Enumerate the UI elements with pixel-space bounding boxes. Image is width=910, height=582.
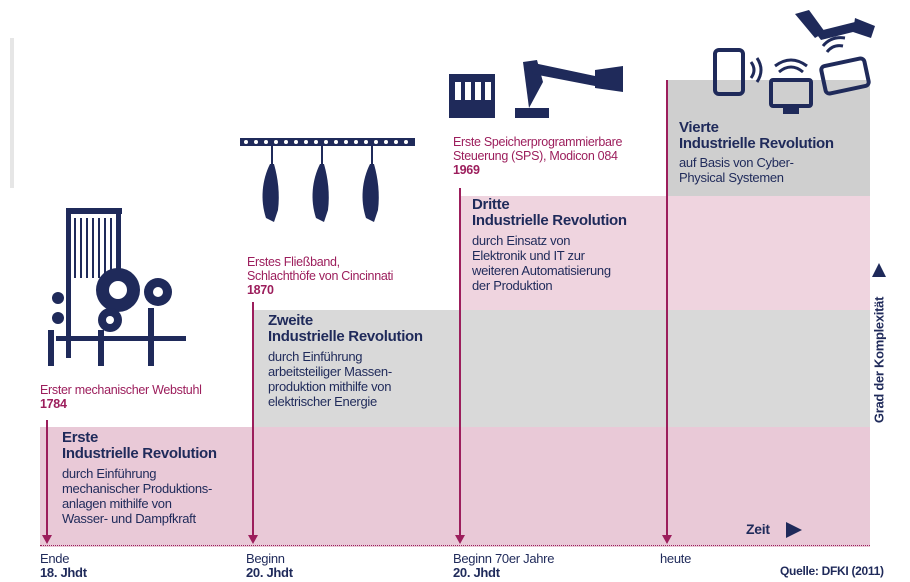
time-label-4: heute	[660, 552, 740, 566]
timeline-arrow-2	[248, 535, 258, 544]
stage-3-desc-line4: der Produktion	[472, 278, 553, 293]
time-label-4-line1: heute	[660, 551, 692, 566]
time-label-3: Beginn 70er Jahre 20. Jhdt	[453, 552, 613, 580]
x-axis-arrow-icon	[786, 522, 802, 538]
band-stage-4	[667, 80, 870, 196]
y-axis-arrow-icon	[872, 263, 886, 277]
stage-4-title-line2: Industrielle Revolution	[679, 135, 834, 152]
stage-4-desc-line2: Physical Systemen	[679, 170, 784, 185]
timeline-marker-2	[252, 302, 254, 538]
x-axis-label-text: Zeit	[746, 521, 770, 537]
band-stage-1	[40, 427, 870, 547]
left-gray-strip	[10, 38, 14, 188]
timeline-marker-4	[666, 80, 668, 538]
time-label-1-line2: 18. Jhdt	[40, 565, 87, 580]
source-credit: Quelle: DFKI (2011)	[780, 564, 884, 578]
stage-1-desc-line2: mechanischer Produktions-	[62, 481, 213, 496]
time-label-2-line2: 20. Jhdt	[246, 565, 293, 580]
milestone-1-year: 1784	[40, 397, 67, 411]
stage-2-desc-line3: produktion mithilfe von	[268, 379, 392, 394]
stage-2-desc-line2: arbeitsteiliger Massen-	[268, 364, 392, 379]
stage-4-title-line1: Vierte	[679, 119, 719, 136]
stage-3-title-line1: Dritte	[472, 196, 510, 213]
time-label-3-line2: 20. Jhdt	[453, 565, 500, 580]
stage-4-block: Vierte Industrielle Revolution auf Basis…	[679, 119, 869, 186]
milestone-2-line1: Erstes Fließband,	[247, 255, 340, 269]
milestone-2-line2: Schlachthöfe von Cincinnati	[247, 269, 394, 283]
milestone-1-line1: Erster mechanischer Webstuhl	[40, 383, 202, 397]
band-stage-2	[253, 310, 870, 427]
stage-1-title-line1: Erste	[62, 429, 99, 446]
stage-2-title-line1: Zweite	[268, 312, 313, 329]
stage-2-title-line2: Industrielle Revolution	[268, 328, 423, 345]
timeline-marker-3	[459, 188, 461, 538]
timeline-arrow-1	[42, 535, 52, 544]
stage-1-desc-line4: Wasser- und Dampfkraft	[62, 511, 196, 526]
milestone-3-line1: Erste Speicherprogrammierbare	[453, 135, 623, 149]
time-label-2-line1: Beginn	[246, 551, 285, 566]
cps-devices-illustration	[713, 10, 875, 114]
timeline-marker-1	[46, 420, 48, 538]
stage-1-block: Erste Industrielle Revolution durch Einf…	[62, 429, 252, 527]
milestone-2: Erstes Fließband, Schlachthöfe von Cinci…	[247, 255, 447, 297]
timeline-arrow-4	[662, 535, 672, 544]
stage-3-desc-line1: durch Einsatz von	[472, 233, 571, 248]
y-axis-label-text: Grad der Komplexität	[871, 296, 887, 424]
stage-3-desc-line3: weiteren Automatisierung	[472, 263, 611, 278]
milestone-3: Erste Speicherprogrammierbare Steuerung …	[453, 135, 663, 177]
conveyor-illustration	[240, 138, 415, 222]
plc-robot-illustration	[449, 60, 623, 118]
stage-4-desc-line1: auf Basis von Cyber-	[679, 155, 794, 170]
loom-illustration	[48, 208, 186, 366]
stage-1-desc-line1: durch Einführung	[62, 466, 157, 481]
stage-1-desc-line3: anlagen mithilfe von	[62, 496, 172, 511]
band-stage-3	[460, 196, 870, 310]
milestone-3-year: 1969	[453, 163, 480, 177]
stage-2-desc-line4: elektrischer Energie	[268, 394, 377, 409]
time-label-1: Ende 18. Jhdt	[40, 552, 150, 580]
stage-3-title-line2: Industrielle Revolution	[472, 212, 627, 229]
stage-2-block: Zweite Industrielle Revolution durch Ein…	[268, 312, 458, 410]
time-axis-line	[40, 545, 870, 546]
milestone-3-line2: Steuerung (SPS), Modicon 084	[453, 149, 618, 163]
timeline-arrow-3	[455, 535, 465, 544]
milestone-2-year: 1870	[247, 283, 274, 297]
stage-3-block: Dritte Industrielle Revolution durch Ein…	[472, 196, 662, 294]
stage-3-desc-line2: Elektronik und IT zur	[472, 248, 585, 263]
time-label-3-line1: Beginn 70er Jahre	[453, 551, 555, 566]
x-axis-label: Zeit	[746, 521, 770, 537]
milestone-1: Erster mechanischer Webstuhl 1784	[40, 383, 250, 411]
source-credit-text: Quelle: DFKI (2011)	[780, 564, 884, 578]
stage-1-title-line2: Industrielle Revolution	[62, 445, 217, 462]
y-axis-label: Grad der Komplexität	[872, 297, 887, 423]
time-label-2: Beginn 20. Jhdt	[246, 552, 356, 580]
stage-2-desc-line1: durch Einführung	[268, 349, 363, 364]
time-label-1-line1: Ende	[40, 551, 70, 566]
